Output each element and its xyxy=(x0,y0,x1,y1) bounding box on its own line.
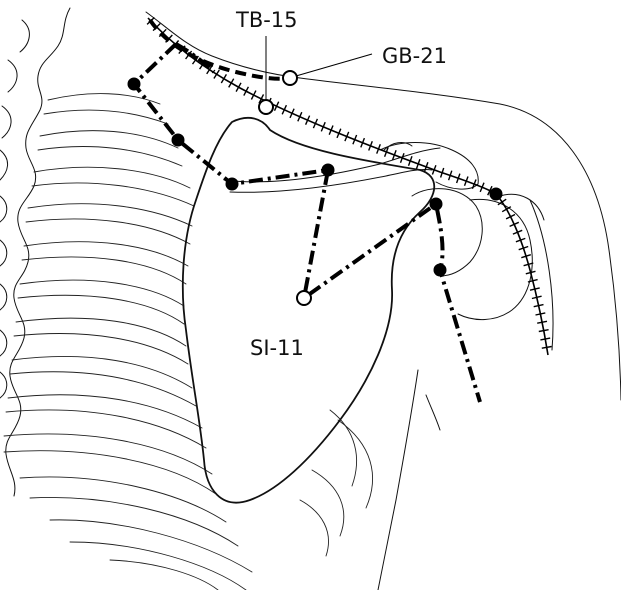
acupoint-marker xyxy=(434,264,446,276)
hatch-tick xyxy=(540,338,550,340)
label-gb21: GB-21 xyxy=(382,44,447,68)
acupoint-si11 xyxy=(297,291,311,305)
hatch-tick xyxy=(539,330,549,332)
scapula xyxy=(183,118,544,503)
hatch-tick xyxy=(236,83,241,92)
axilla-line xyxy=(426,395,440,430)
label-si11: SI-11 xyxy=(250,336,304,360)
humeral-head-outer xyxy=(458,199,532,319)
acupoint-gb21 xyxy=(283,71,297,85)
upper-arm-front xyxy=(530,200,553,350)
greater-tubercle xyxy=(500,194,544,220)
shoulder-top-contour xyxy=(300,78,621,400)
body-outline xyxy=(146,12,621,590)
acupoint-marker xyxy=(226,178,238,190)
scapula-outline xyxy=(183,118,434,503)
acupoint-marker xyxy=(128,78,140,90)
gb21-leader-line xyxy=(296,54,372,76)
acupoint-marker xyxy=(322,164,334,176)
arm-posterior-contour xyxy=(378,370,418,590)
vertebral-column xyxy=(0,8,70,496)
humeral-head xyxy=(412,189,482,276)
acupoint-marker xyxy=(172,134,184,146)
hatch-tick xyxy=(542,347,552,349)
acupoint-tb15 xyxy=(259,100,273,114)
hatch-tick xyxy=(221,74,226,83)
acupoint-marker xyxy=(430,198,442,210)
acupoint-marker xyxy=(490,188,502,200)
hatch-tick xyxy=(537,321,547,323)
hatch-tick xyxy=(229,79,234,88)
label-tb15: TB-15 xyxy=(235,8,298,32)
